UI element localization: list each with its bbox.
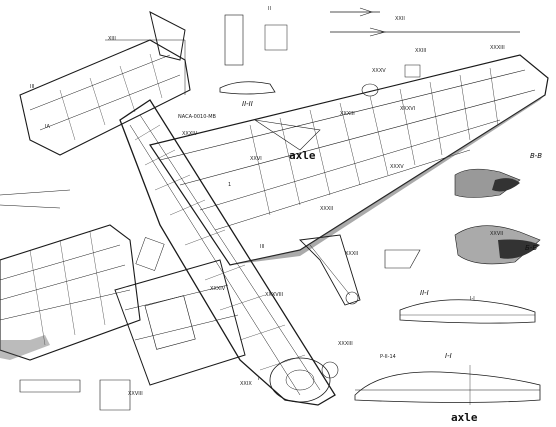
callout-4: XXXV	[372, 68, 386, 74]
axle-label-lower: axle	[451, 411, 478, 424]
callout-12: XXXIV	[210, 286, 226, 292]
engine-nacelle	[299, 234, 361, 306]
probe-detail	[330, 7, 520, 37]
fuselage	[119, 99, 339, 406]
callout-6: XXXIII	[340, 111, 355, 117]
callout-7: XXXIV	[182, 131, 198, 137]
label-iii-left: III	[30, 84, 34, 90]
section-bb-lower-label: Б-Б	[525, 244, 537, 252]
callout-13: XXXIII	[338, 341, 353, 347]
right-wing	[149, 54, 549, 266]
callout-group: XXII XXIII XIII XXXV XXXIII XXXIII XXXIV…	[108, 16, 505, 397]
axle-label-upper: axle	[289, 149, 316, 162]
label-ia: IA	[45, 124, 50, 130]
section-i-i-small-label: I-I	[470, 296, 475, 302]
section-bb-label: B-B	[530, 152, 542, 160]
tail-assembly	[19, 11, 191, 156]
small-details	[0, 14, 421, 411]
callout-2: XXIII	[415, 48, 426, 54]
airfoil-section-detail	[454, 168, 541, 265]
callout-11: XXVI	[250, 156, 262, 162]
callout-18: XXXVIII	[265, 292, 283, 298]
section-ii-ii-label: II-II	[242, 100, 253, 108]
section-i-i-label: I-I	[445, 352, 452, 360]
label-ii: II	[268, 6, 271, 12]
label-i: I	[258, 376, 259, 382]
callout-9: XXXV	[390, 164, 404, 170]
center-wing-section	[114, 259, 246, 386]
wing-profile-lower	[354, 299, 541, 405]
callout-3: XIII	[108, 36, 116, 42]
callout-15: XXVIII	[128, 391, 143, 397]
callout-17: XXVII	[490, 231, 503, 237]
callout-10: XXXII	[320, 206, 333, 212]
callout-1: XXII	[395, 16, 405, 22]
callout-14: XXIX	[240, 381, 252, 387]
airfoil-spec-label: NACA-0010-MB	[178, 114, 217, 120]
callout-8: XXXVI	[400, 106, 415, 112]
airfoil-lower-label: P-II-14	[380, 354, 396, 360]
callout-5: XXXIII	[490, 45, 505, 51]
callout-16: XXXII	[345, 251, 358, 257]
section-ii-i-label: II-I	[420, 289, 429, 297]
left-wing	[0, 224, 141, 361]
label-iii-mid: III	[260, 244, 264, 250]
label-1: 1	[228, 182, 231, 188]
